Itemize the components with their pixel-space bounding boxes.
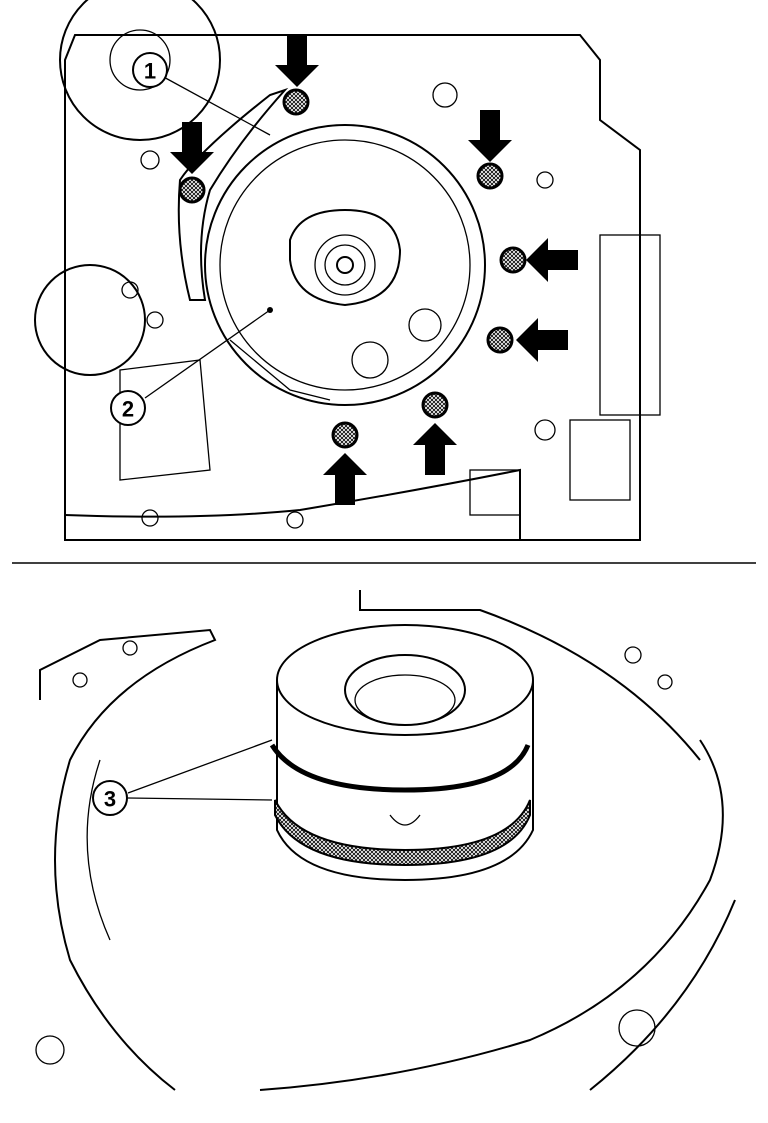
lower-edge: [64, 468, 521, 540]
bolt: [178, 176, 206, 204]
callout-3: 3: [92, 780, 128, 816]
callout-3-label: 3: [104, 787, 116, 812]
seal-top-face: [276, 624, 534, 736]
bolt: [282, 88, 310, 116]
pump-hub: [289, 208, 402, 307]
arrow-down-icon: [170, 122, 214, 174]
arrows: [170, 35, 578, 505]
arrow-left-icon: [526, 238, 578, 282]
cover-outline: [64, 34, 641, 541]
callout-2-label: 2: [122, 397, 134, 422]
bolt: [331, 421, 359, 449]
arrow-up-icon: [323, 453, 367, 505]
leader-1: [159, 74, 271, 136]
callout-2: 2: [110, 390, 146, 426]
seal-ring-upper: [269, 743, 531, 793]
bolt: [421, 391, 449, 419]
crank-pulley-arc: [59, 0, 221, 141]
front-cover-view: [34, 0, 661, 541]
bolt: [486, 326, 514, 354]
gasket-1: [177, 87, 289, 301]
callout-1: 1: [132, 52, 168, 88]
leader-3b: [127, 797, 273, 801]
flange-edge-outer: [359, 590, 701, 761]
arrow-down-icon: [275, 35, 319, 87]
seal-detail-view: [35, 590, 736, 1091]
bolts: [178, 88, 527, 449]
callout-1-label: 1: [144, 59, 156, 84]
arrow-down-icon: [468, 110, 512, 162]
arrow-left-icon: [516, 318, 568, 362]
bolt: [499, 246, 527, 274]
arrow-up-icon: [413, 423, 457, 475]
sprocket-arc: [34, 264, 146, 376]
flange-edge-left: [39, 628, 217, 1091]
seal-bore: [344, 654, 466, 726]
seal-ring-lower: [274, 799, 531, 867]
oil-pump-body: [204, 124, 486, 406]
bolt: [476, 162, 504, 190]
leader-2: [144, 309, 271, 399]
leader-3a: [127, 739, 273, 794]
